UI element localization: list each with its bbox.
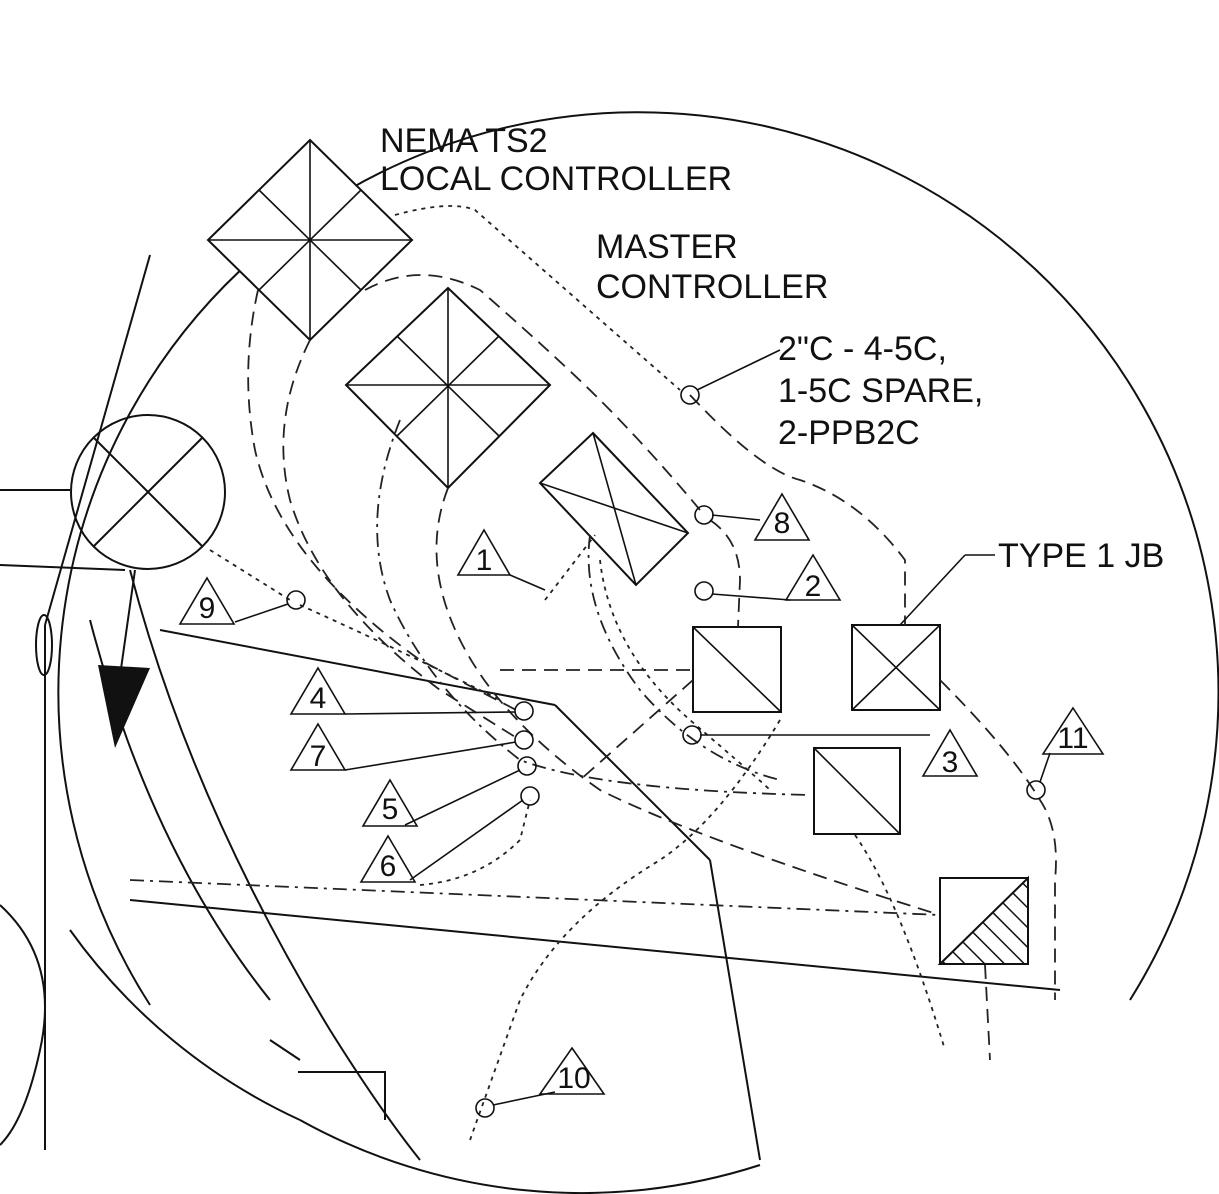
svg-text:8: 8 bbox=[774, 507, 791, 540]
conduit-markers bbox=[286, 385, 1046, 1118]
master-controller-label-line2: CONTROLLER bbox=[596, 268, 828, 306]
local-controller-label-line2: LOCAL CONTROLLER bbox=[380, 160, 732, 198]
callout-9: 9 bbox=[178, 576, 236, 625]
detail-circle bbox=[57, 111, 1219, 1194]
conduit-label-line2: 1-5C SPARE, bbox=[778, 372, 983, 410]
signal-pole bbox=[70, 414, 226, 570]
callout-7: 7 bbox=[289, 722, 347, 773]
svg-text:9: 9 bbox=[199, 592, 216, 625]
svg-text:6: 6 bbox=[380, 850, 397, 883]
master-controller-label-line1: MASTER bbox=[596, 228, 738, 266]
conduit-label-line1: 2"C - 4-5C, bbox=[778, 330, 947, 368]
svg-text:1: 1 bbox=[476, 544, 493, 577]
callout-4: 4 bbox=[289, 666, 347, 715]
pull-box-hatched bbox=[937, 875, 1029, 965]
callout-5: 5 bbox=[361, 778, 419, 827]
callout-11: 11 bbox=[1041, 706, 1105, 755]
north-arrow bbox=[98, 569, 150, 748]
callout-10: 10 bbox=[538, 1046, 606, 1095]
svg-text:4: 4 bbox=[310, 682, 327, 715]
callout-6: 6 bbox=[359, 834, 417, 883]
adjacent-circle-edge bbox=[0, 904, 46, 1146]
svg-text:11: 11 bbox=[1057, 722, 1088, 755]
leader-lines bbox=[234, 349, 1051, 1106]
roadway-lines bbox=[0, 254, 1061, 1161]
svg-text:10: 10 bbox=[557, 1062, 590, 1095]
svg-text:5: 5 bbox=[382, 793, 399, 826]
conduit-label-line3: 2-PPB2C bbox=[778, 414, 920, 452]
callout-8: 8 bbox=[753, 492, 811, 541]
cabinet-symbol bbox=[538, 431, 690, 587]
svg-text:2: 2 bbox=[805, 570, 822, 603]
conduit-runs bbox=[129, 205, 1057, 1141]
master-controller-symbol bbox=[344, 286, 552, 490]
callout-1: 1 bbox=[456, 528, 512, 577]
callout-2: 2 bbox=[784, 553, 842, 603]
junction-box-a bbox=[692, 626, 782, 713]
junction-box-b bbox=[813, 747, 901, 835]
callout-3: 3 bbox=[921, 728, 979, 779]
svg-text:3: 3 bbox=[942, 746, 959, 779]
local-controller-label-line1: NEMA TS2 bbox=[380, 122, 548, 160]
junction-box-label: TYPE 1 JB bbox=[998, 537, 1164, 575]
svg-text:7: 7 bbox=[310, 740, 327, 773]
type-1-junction-box bbox=[851, 624, 941, 711]
